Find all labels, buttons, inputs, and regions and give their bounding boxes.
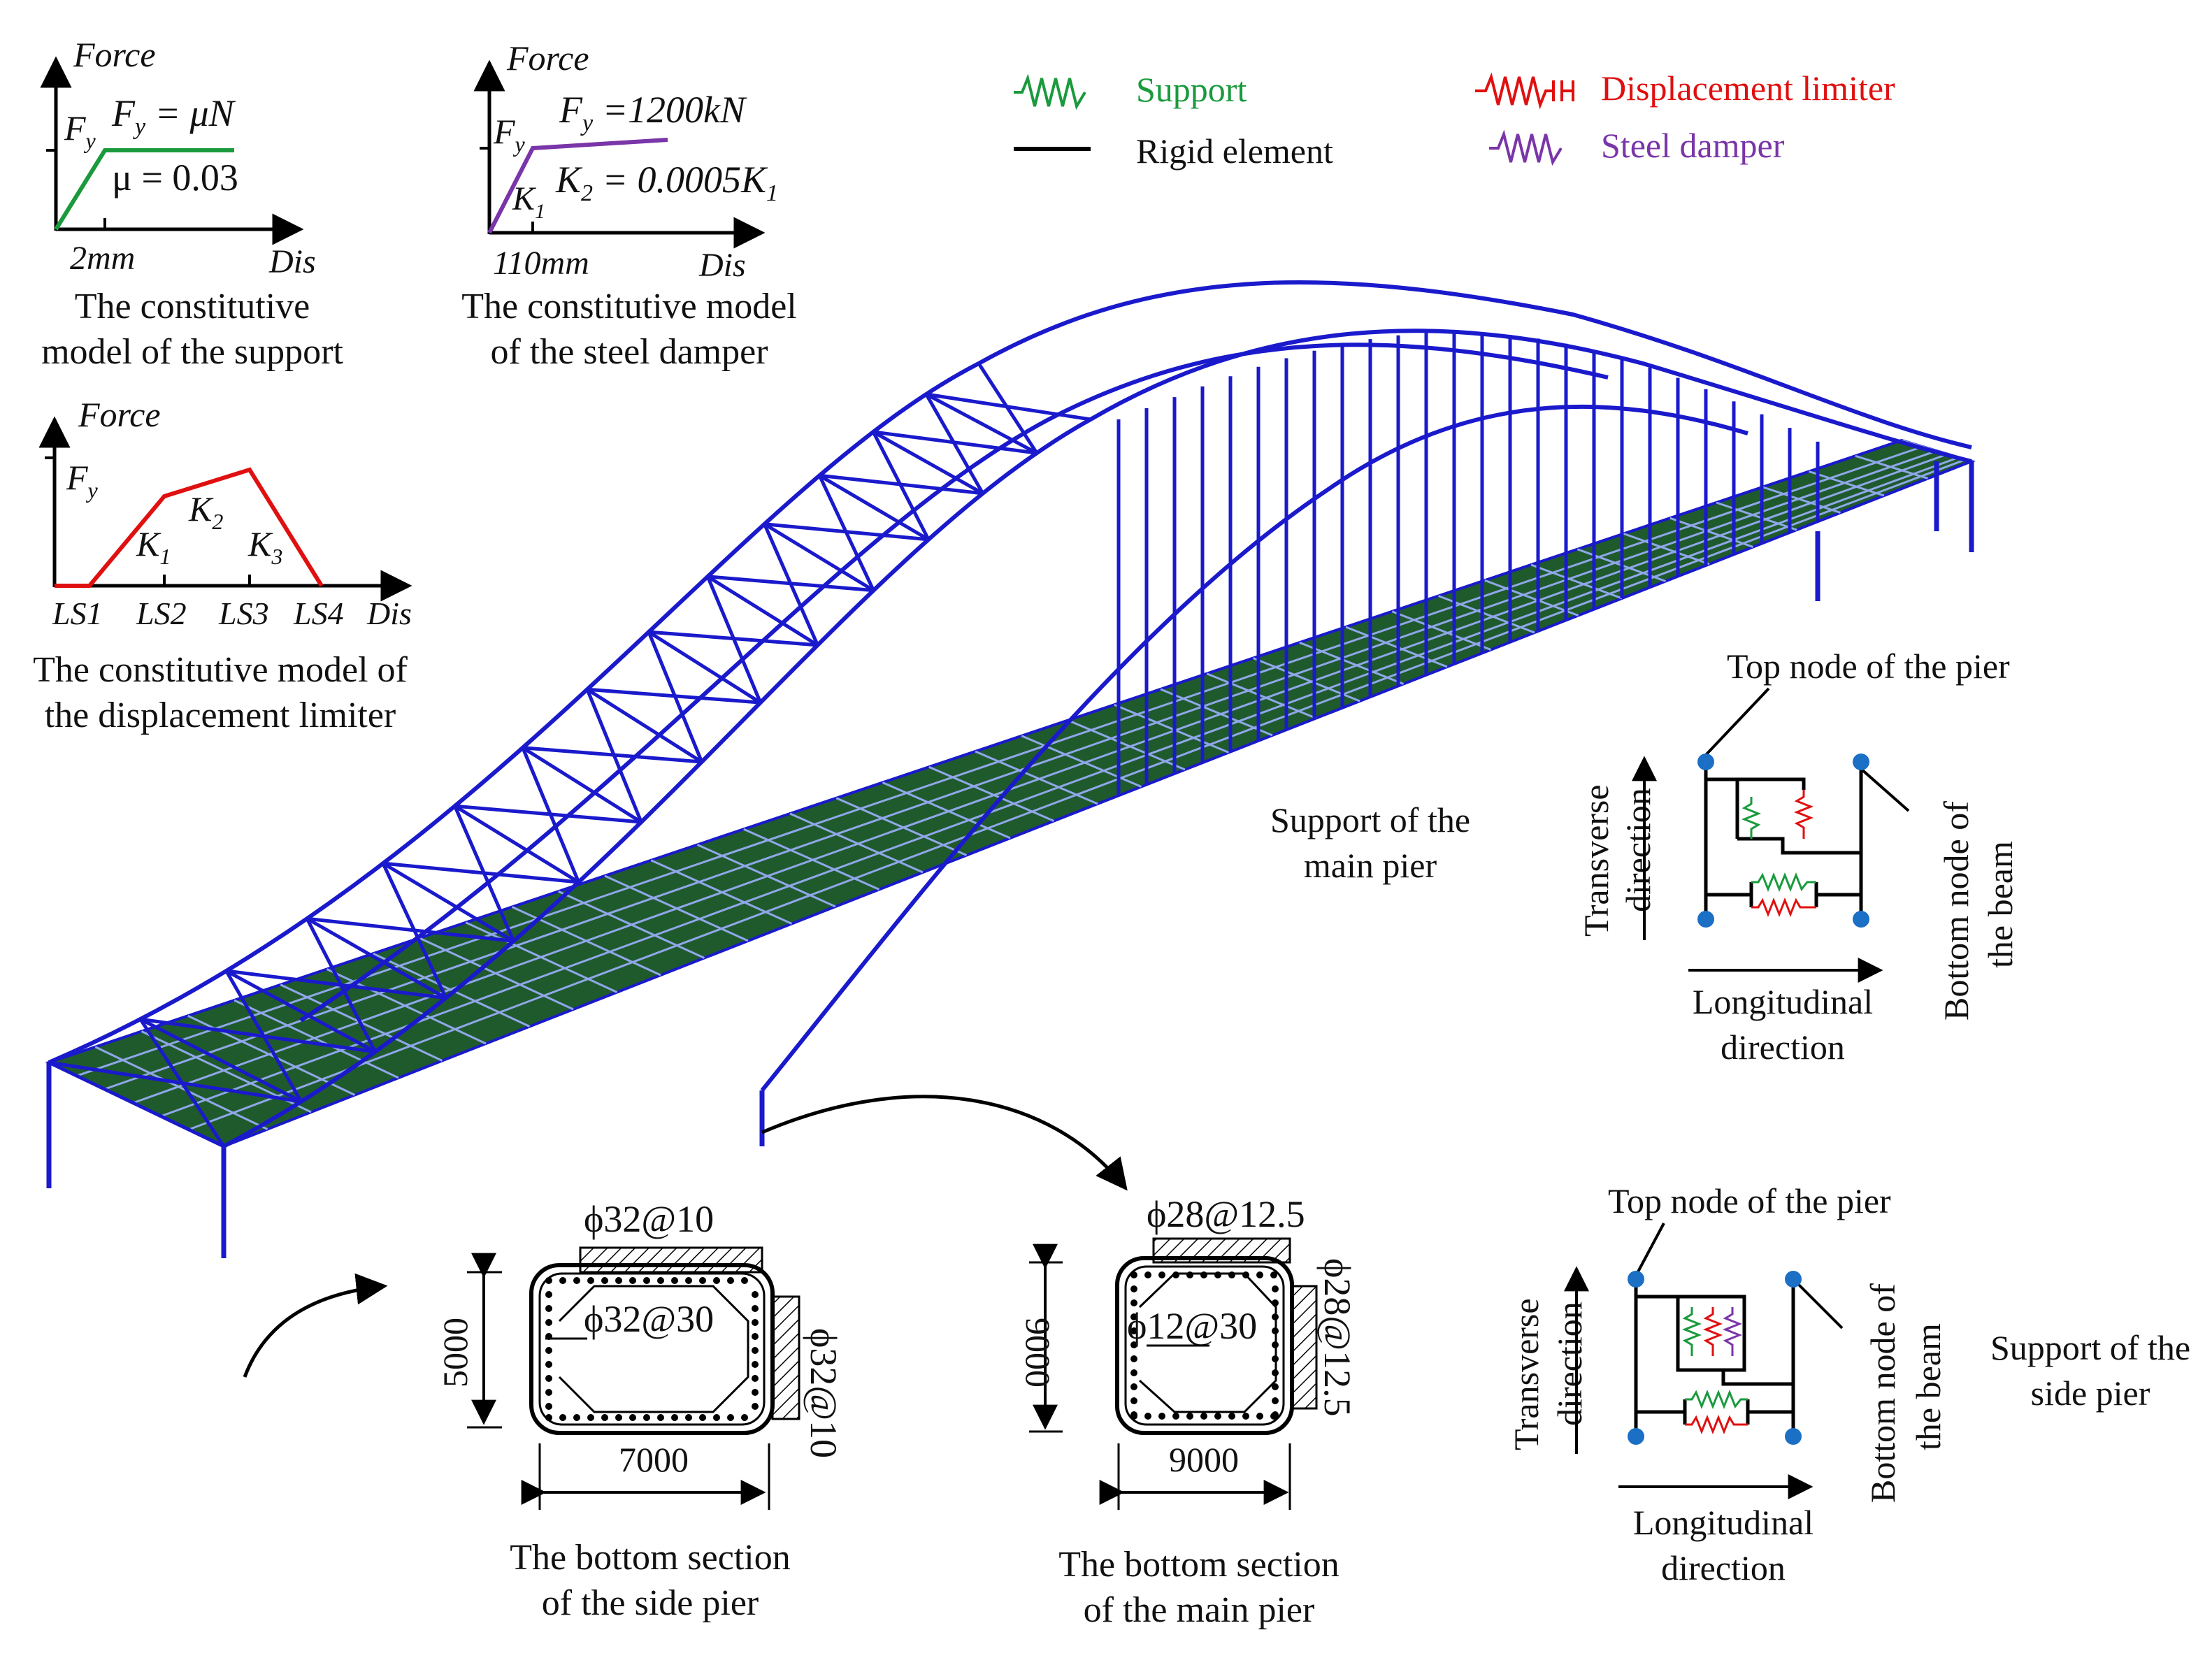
main-pier-section-caption-2: of the main pier bbox=[1084, 1590, 1315, 1630]
damper-caption-1: The constitutive model bbox=[461, 287, 796, 326]
legend-support-label: Support bbox=[1136, 70, 1247, 109]
side-pier-width-dim: 7000 bbox=[619, 1440, 689, 1479]
main-pier-support-title-2: main pier bbox=[1304, 846, 1437, 885]
bridge-model bbox=[45, 280, 1976, 1258]
support-eq2: μ = 0.03 bbox=[112, 157, 238, 199]
limiter-fy-label: Fy bbox=[66, 458, 99, 503]
limiter-k1-label: K1 bbox=[136, 524, 171, 569]
main-pier-section-caption-1: The bottom section bbox=[1058, 1545, 1339, 1585]
limiter-caption-2: the displacement limiter bbox=[45, 695, 396, 735]
main-pier-support-detail: Support of the main pier Top node of the… bbox=[1270, 647, 2020, 1067]
limiter-tick-ls4: LS4 bbox=[293, 596, 344, 631]
damper-curve bbox=[487, 138, 668, 234]
main-pier-transverse-label-1: Transverse bbox=[1577, 784, 1616, 937]
limiter-tick-ls2: LS2 bbox=[136, 596, 187, 631]
limiter-curve bbox=[55, 467, 324, 588]
side-pier-side-rebar: ϕ32@10 bbox=[803, 1328, 845, 1458]
side-pier-section: ϕ32@10 ϕ32@30 ϕ32@10 5000 7000 The botto… bbox=[243, 1198, 845, 1623]
damper-eq2: K2 = 0.0005K1 bbox=[555, 159, 778, 206]
side-pier-height-dim: 5000 bbox=[436, 1318, 475, 1387]
main-pier-section: ϕ28@12.5 ϕ12@30 ϕ28@12.5 9000 9000 The b… bbox=[761, 1095, 1358, 1630]
support-force-label: Force bbox=[73, 35, 156, 74]
support-curve bbox=[54, 148, 234, 231]
legend-damper-label: Steel damper bbox=[1601, 126, 1785, 165]
limiter-tick-ls3: LS3 bbox=[218, 596, 269, 631]
limiter-model-plot: Force Fy K1 K2 K3 LS1 LS2 LS3 LS4 Dis Th… bbox=[33, 395, 412, 735]
support-fy-label: Fy bbox=[64, 108, 96, 153]
main-pier-width-dim: 9000 bbox=[1169, 1440, 1239, 1479]
limiter-k2-label: K2 bbox=[188, 489, 223, 534]
side-pier-section-caption-1: The bottom section bbox=[510, 1538, 790, 1578]
main-pier-top-rebar: ϕ28@12.5 bbox=[1147, 1193, 1305, 1235]
main-pier-side-rebar: ϕ28@12.5 bbox=[1316, 1258, 1358, 1417]
limiter-tick-dis: Dis bbox=[366, 596, 412, 631]
main-pier-longitudinal-label-2: direction bbox=[1721, 1028, 1845, 1067]
side-pier-transverse-label-2: direction bbox=[1550, 1302, 1589, 1426]
side-pier-support-detail: Support of the side pier Top node of the… bbox=[1507, 1181, 2190, 1587]
main-pier-nodes bbox=[1697, 754, 1869, 928]
limiter-k3-label: K3 bbox=[247, 524, 282, 569]
main-pier-bottom-node-label-2: the beam bbox=[1981, 841, 2020, 968]
main-pier-height-dim: 9000 bbox=[1019, 1318, 1058, 1387]
damper-model-plot: Force Fy Fy =1200kN K1 K2 = 0.0005K1 110… bbox=[461, 38, 796, 372]
support-eq1: Fy = μN bbox=[111, 92, 236, 140]
support-caption-1: The constitutive bbox=[75, 287, 310, 326]
limiter-caption-1: The constitutive model of bbox=[33, 650, 408, 690]
side-pier-longitudinal-label-1: Longitudinal bbox=[1633, 1503, 1814, 1542]
bridge-deck bbox=[45, 438, 1976, 1148]
limiter-force-label: Force bbox=[78, 395, 161, 434]
main-pier-top-node-label: Top node of the pier bbox=[1727, 647, 2010, 686]
main-pier-support-title-1: Support of the bbox=[1270, 800, 1470, 839]
side-pier-transverse-label-1: Transverse bbox=[1507, 1298, 1546, 1450]
main-pier-longitudinal-label-1: Longitudinal bbox=[1693, 982, 1873, 1021]
damper-dis-label: Dis bbox=[698, 247, 746, 284]
damper-x-tick: 110mm bbox=[493, 245, 589, 282]
legend-rigid-label: Rigid element bbox=[1136, 131, 1333, 171]
legend-limiter-label: Displacement limiter bbox=[1601, 69, 1895, 108]
support-model-plot: Force Fy Fy = μN μ = 0.03 2mm Dis The co… bbox=[40, 35, 343, 372]
damper-legend-symbol bbox=[1489, 129, 1563, 166]
main-pier-transverse-label-2: direction bbox=[1618, 788, 1658, 912]
support-legend-symbol bbox=[1014, 73, 1086, 110]
damper-fy-label: Fy bbox=[493, 112, 526, 157]
side-pier-nodes bbox=[1628, 1271, 1802, 1445]
limiter-tick-ls1: LS1 bbox=[52, 596, 103, 631]
damper-k1-label: K1 bbox=[512, 180, 545, 223]
side-pier-support-title-2: side pier bbox=[2031, 1374, 2150, 1413]
damper-eq1: Fy =1200kN bbox=[559, 89, 747, 136]
damper-force-label: Force bbox=[506, 38, 589, 78]
limiter-legend-symbol bbox=[1475, 72, 1574, 110]
side-pier-inner-rebar: ϕ32@30 bbox=[584, 1298, 714, 1340]
piers bbox=[46, 461, 1974, 1258]
side-pier-bottom-node-label-2: the beam bbox=[1909, 1323, 1948, 1450]
side-pier-section-caption-2: of the side pier bbox=[542, 1583, 759, 1623]
support-caption-2: model of the support bbox=[41, 332, 343, 372]
legend: Support Rigid element Displacement limit… bbox=[1014, 69, 1895, 171]
support-dis-label: Dis bbox=[268, 243, 316, 280]
damper-caption-2: of the steel damper bbox=[490, 332, 768, 372]
side-pier-longitudinal-label-2: direction bbox=[1661, 1548, 1786, 1587]
main-pier-bottom-node-label-1: Bottom node of bbox=[1937, 801, 1976, 1021]
side-pier-top-node-label: Top node of the pier bbox=[1608, 1181, 1891, 1220]
side-pier-support-title-1: Support of the bbox=[1990, 1328, 2190, 1367]
main-pier-inner-rebar: ϕ12@30 bbox=[1127, 1305, 1257, 1347]
arch-bracing bbox=[48, 332, 1820, 1148]
side-pier-bottom-node-label-1: Bottom node of bbox=[1863, 1283, 1902, 1503]
support-x-tick: 2mm bbox=[70, 240, 135, 277]
side-pier-top-rebar: ϕ32@10 bbox=[584, 1198, 714, 1240]
